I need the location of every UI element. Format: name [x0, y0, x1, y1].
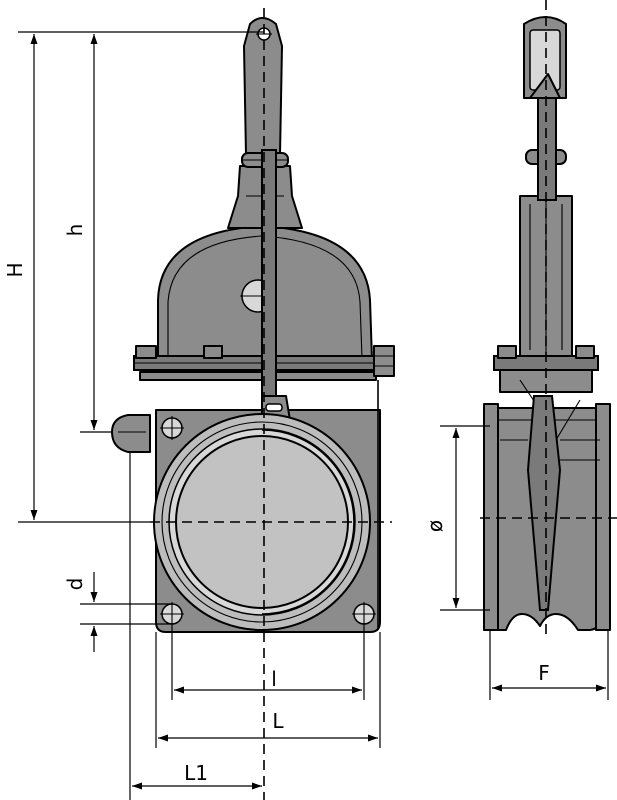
side-lug	[111, 414, 151, 453]
label-l: l	[271, 667, 277, 691]
dimension-lines	[18, 31, 609, 800]
right-nut	[373, 345, 395, 377]
gate-disc-edge	[261, 429, 355, 615]
side-gland-block	[499, 369, 593, 393]
label-F: F	[538, 661, 550, 685]
side-view	[480, 0, 617, 640]
gland-bolt	[203, 345, 223, 359]
left-nut	[135, 345, 157, 359]
front-view	[111, 8, 395, 800]
label-H: H	[3, 262, 27, 277]
side-flange-right	[595, 403, 611, 631]
label-L1: L1	[184, 761, 208, 785]
side-gate-wedge	[526, 395, 562, 611]
side-flange-left	[483, 403, 499, 631]
label-diameter: ø	[423, 520, 447, 532]
gland-plate	[139, 371, 377, 381]
label-L: L	[272, 709, 284, 733]
label-h: h	[63, 224, 87, 237]
dimension-labels: H h d l L L1 ø F	[3, 224, 550, 785]
label-d: d	[63, 578, 87, 591]
